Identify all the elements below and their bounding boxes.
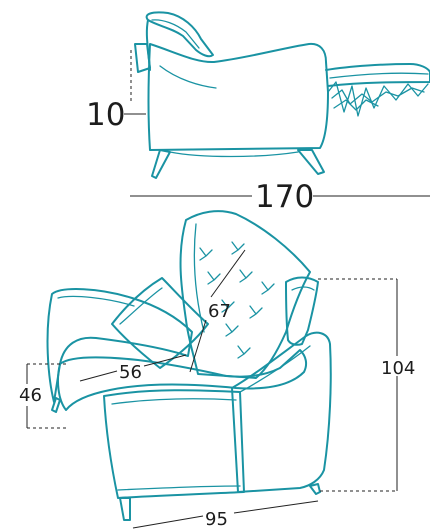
- dim-label-67: 67: [208, 301, 231, 322]
- seat-cushion: [57, 349, 308, 411]
- side-leg-back: [297, 149, 325, 175]
- tufting-buttons: [199, 241, 275, 359]
- front-leg-right: [309, 483, 321, 495]
- front-leg-left: [119, 497, 131, 521]
- left-armrest: [46, 288, 193, 403]
- back-leg-left: [51, 397, 61, 413]
- side-footrest: [325, 63, 430, 87]
- right-armrest: [231, 331, 332, 493]
- dim-label-95: 95: [205, 509, 228, 530]
- throw-pillow: [111, 277, 209, 369]
- side-view-recliner: 10 170: [86, 11, 430, 215]
- backrest-cushion: [179, 210, 311, 379]
- side-headrest: [145, 11, 214, 58]
- dim-label-46: 46: [19, 385, 42, 406]
- side-leg-front: [151, 149, 171, 179]
- dim-label-56: 56: [119, 362, 142, 383]
- side-mechanism: [327, 81, 429, 117]
- front-base: [103, 389, 245, 499]
- dim-label-170: 170: [255, 179, 314, 215]
- side-body: [147, 42, 329, 151]
- dim-label-104: 104: [381, 358, 415, 379]
- dim-label-10: 10: [86, 97, 125, 133]
- front-view-armchair: 104 46 56 67 95: [19, 210, 415, 530]
